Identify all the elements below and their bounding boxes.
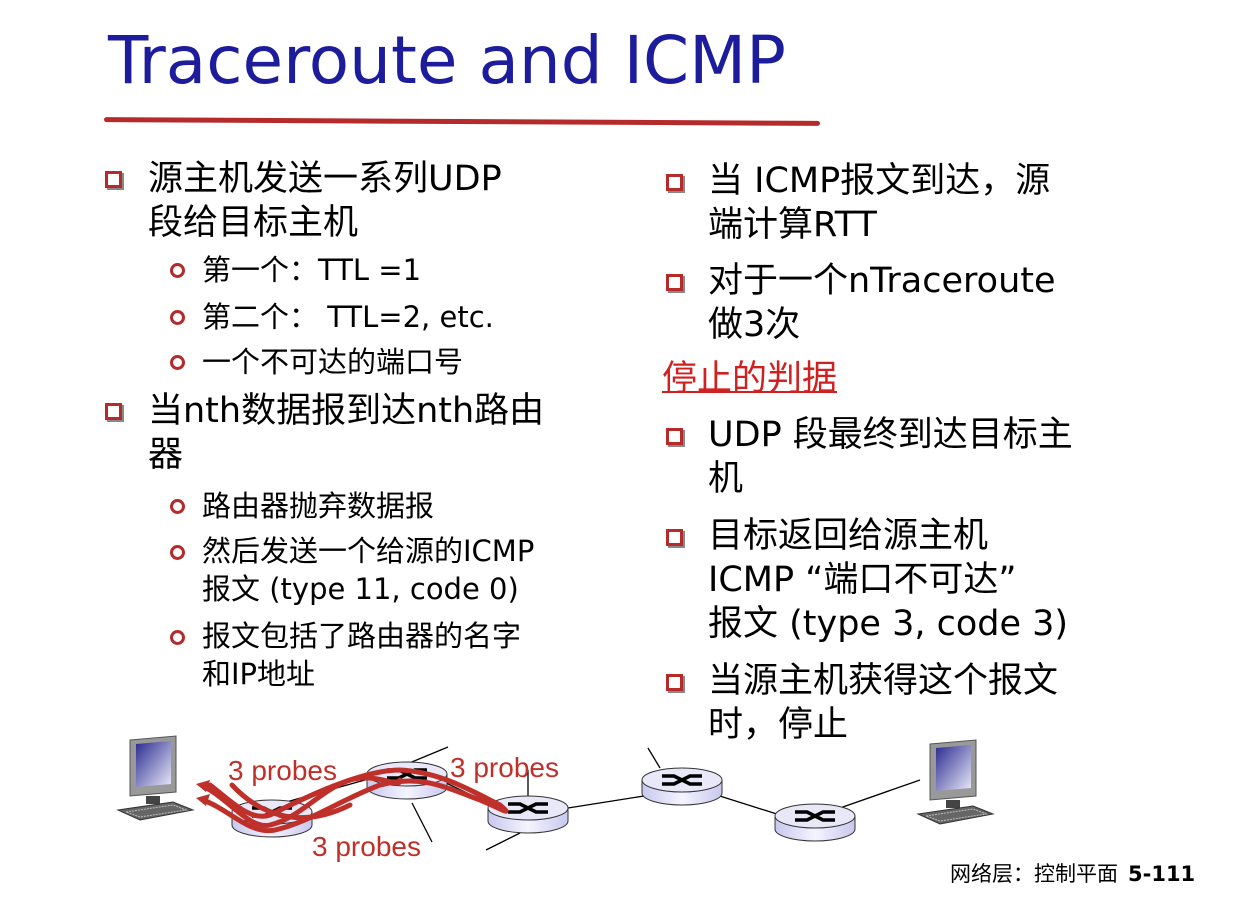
slide-title: Traceroute and ICMP (108, 22, 786, 99)
line: 当 ICMP报文到达，源 (708, 161, 1051, 201)
bullet-text: UDP 段最终到达目标主 机 (708, 413, 1073, 501)
bullet-text: 当 ICMP报文到达，源 端计算RTT (708, 159, 1050, 247)
sub-bullet-text: 第二个： TTL=2, etc. (202, 300, 494, 334)
source-host-icon (117, 735, 194, 821)
line: 报文 (type 11, code 0) (202, 572, 519, 606)
circle-bullet-icon (170, 499, 185, 514)
sub-bullet-text: 路由器抛弃数据报 (202, 489, 435, 523)
circle-bullet-icon (170, 355, 185, 370)
line: 当源主机获得这个报文 (708, 661, 1059, 701)
line: 器 (148, 435, 184, 475)
probe-label: 3 probes (450, 752, 559, 783)
circle-bullet-icon (170, 630, 185, 645)
sub-bullet-text: 报文包括了路由器的名字 和IP地址 (202, 617, 521, 693)
circle-bullet-icon (170, 545, 185, 560)
page-number: 5-111 (1128, 862, 1196, 886)
slide-footer: 网络层：控制平面 5-111 (950, 858, 1195, 888)
line: 段给目标主机 (148, 203, 359, 243)
router-icon (640, 766, 724, 807)
bullet-text: 对于一个nTraceroute 做3次 (708, 259, 1056, 347)
square-bullet-icon (666, 174, 683, 191)
line: 然后发送一个给源的ICMP (202, 534, 535, 568)
section-name: 网络层：控制平面 (950, 862, 1118, 886)
arrowhead-icons (196, 780, 210, 806)
line: ICMP “端口不可达” (708, 560, 1017, 600)
sub-bullet-text: 第一个：TTL =1 (202, 253, 422, 287)
bullet-text: 源主机发送一系列UDP 段给目标主机 (148, 157, 502, 245)
bullet-text: 当nth数据报到达nth路由 器 (148, 389, 544, 477)
square-bullet-icon (105, 171, 122, 188)
square-bullet-icon (666, 529, 683, 546)
probe-paths (200, 767, 509, 834)
circle-bullet-icon (170, 263, 185, 278)
bullet-text: 目标返回给源主机 ICMP “端口不可达” 报文 (type 3, code 3… (708, 514, 1068, 646)
line: UDP 段最终到达目标主 (708, 415, 1073, 455)
line: 目标返回给源主机 (708, 516, 989, 556)
destination-host-icon (917, 739, 994, 825)
square-bullet-icon (105, 403, 122, 420)
bullet-text: 当源主机获得这个报文 时，停止 (708, 659, 1058, 747)
square-bullet-icon (666, 674, 683, 691)
line: 端计算RTT (708, 205, 877, 245)
line: 报文 (type 3, code 3) (708, 604, 1069, 644)
line: 报文包括了路由器的名字 (202, 619, 522, 653)
square-bullet-icon (666, 274, 683, 291)
sub-bullet-text: 一个不可达的端口号 (202, 345, 464, 379)
line: 做3次 (708, 305, 801, 345)
circle-bullet-icon (170, 310, 185, 325)
line: 当nth数据报到达nth路由 (148, 391, 545, 431)
router-icon (486, 794, 570, 835)
line: 机 (708, 459, 744, 499)
line: 和IP地址 (202, 657, 316, 691)
probe-label: 3 probes (312, 831, 421, 862)
router-icon (773, 802, 857, 843)
square-bullet-icon (666, 428, 683, 445)
line: 时，停止 (708, 705, 849, 745)
line: 对于一个nTraceroute (708, 261, 1056, 301)
stop-criteria-heading: 停止的判据 (662, 359, 838, 399)
probe-label: 3 probes (228, 755, 337, 786)
sub-bullet-text: 然后发送一个给源的ICMP 报文 (type 11, code 0) (202, 532, 534, 608)
line: 源主机发送一系列UDP (148, 159, 502, 199)
